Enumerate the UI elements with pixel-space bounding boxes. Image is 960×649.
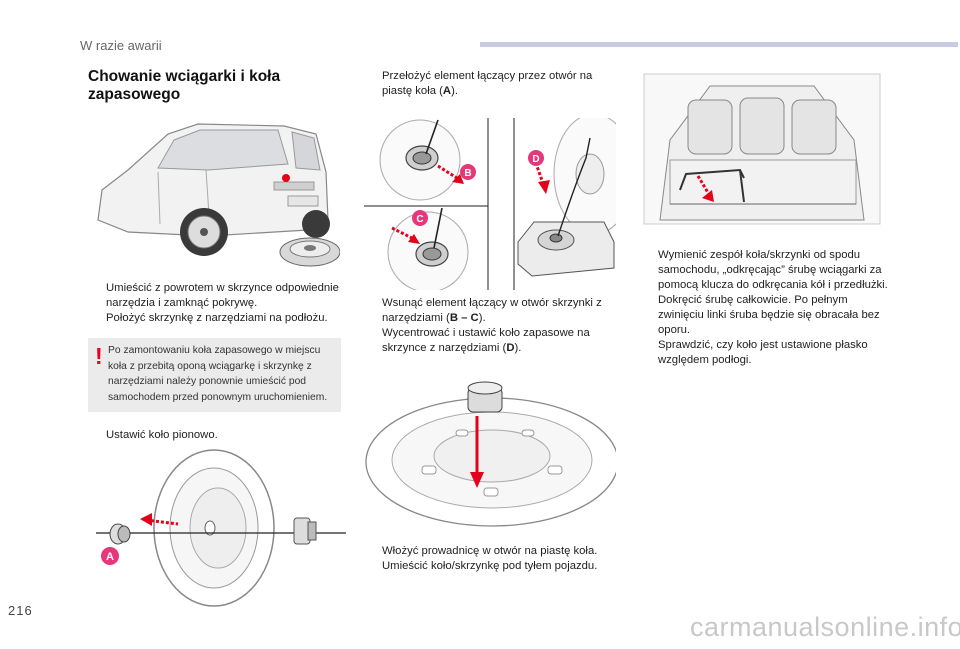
warning-icon: ! bbox=[95, 343, 103, 369]
connector-illustration: B C D bbox=[364, 118, 616, 290]
list-item: Wycentrować i ustawić koło zapasowe na s… bbox=[382, 327, 590, 354]
list-item: Ustawić koło pionowo. bbox=[106, 429, 218, 441]
steps-list-c: Przełożyć element łączący przez otwór na… bbox=[364, 69, 616, 99]
label-b: B bbox=[464, 168, 471, 179]
list-item: Sprawdzić, czy koło jest ustawione płask… bbox=[658, 339, 868, 366]
watermark: carmanualsonline.info bbox=[690, 612, 960, 642]
label-a: A bbox=[106, 551, 114, 563]
wheel-side-illustration: A bbox=[96, 446, 346, 610]
list-item: Wymienić zespół koła/skrzynki od spodu s… bbox=[658, 249, 888, 291]
steps-list-e: Włożyć prowadnicę w otwór na piastę koła… bbox=[364, 544, 620, 574]
car-illustration bbox=[88, 112, 340, 274]
steps-list-f: Wymienić zespół koła/skrzynki od spodu s… bbox=[640, 248, 890, 368]
list-item: Wsunąć element łączący w otwór skrzynki … bbox=[382, 297, 602, 324]
list-item: Przełożyć element łączący przez otwór na… bbox=[382, 70, 593, 97]
list-item: Włożyć prowadnicę w otwór na piastę koła… bbox=[382, 545, 598, 557]
steps-list-b: Ustawić koło pionowo. bbox=[88, 428, 344, 443]
label-d: D bbox=[532, 154, 539, 165]
trunk-illustration bbox=[640, 70, 884, 228]
list-item: Umieścić koło/skrzynkę pod tyłem pojazdu… bbox=[382, 560, 598, 572]
guide-wheel-illustration bbox=[364, 366, 616, 538]
warning-box: ! Po zamontowaniu koła zapasowego w miej… bbox=[88, 338, 341, 412]
list-item: Położyć skrzynkę z narzędziami na podłoż… bbox=[106, 312, 328, 324]
steps-list-d: Wsunąć element łączący w otwór skrzynki … bbox=[364, 296, 620, 356]
list-item: Umieścić z powrotem w skrzynce odpowiedn… bbox=[106, 282, 339, 309]
warning-text: Po zamontowaniu koła zapasowego w miejsc… bbox=[108, 345, 328, 403]
section-title: W razie awarii bbox=[80, 38, 162, 53]
header-bar bbox=[480, 42, 958, 47]
page-title: Chowanie wciągarki i koła zapasowego bbox=[88, 68, 281, 103]
page-number: 216 bbox=[8, 603, 33, 618]
label-c: C bbox=[416, 214, 423, 225]
list-item: Dokręcić śrubę całkowicie. Po pełnym zwi… bbox=[658, 294, 880, 336]
steps-list-a: Umieścić z powrotem w skrzynce odpowiedn… bbox=[88, 281, 344, 326]
